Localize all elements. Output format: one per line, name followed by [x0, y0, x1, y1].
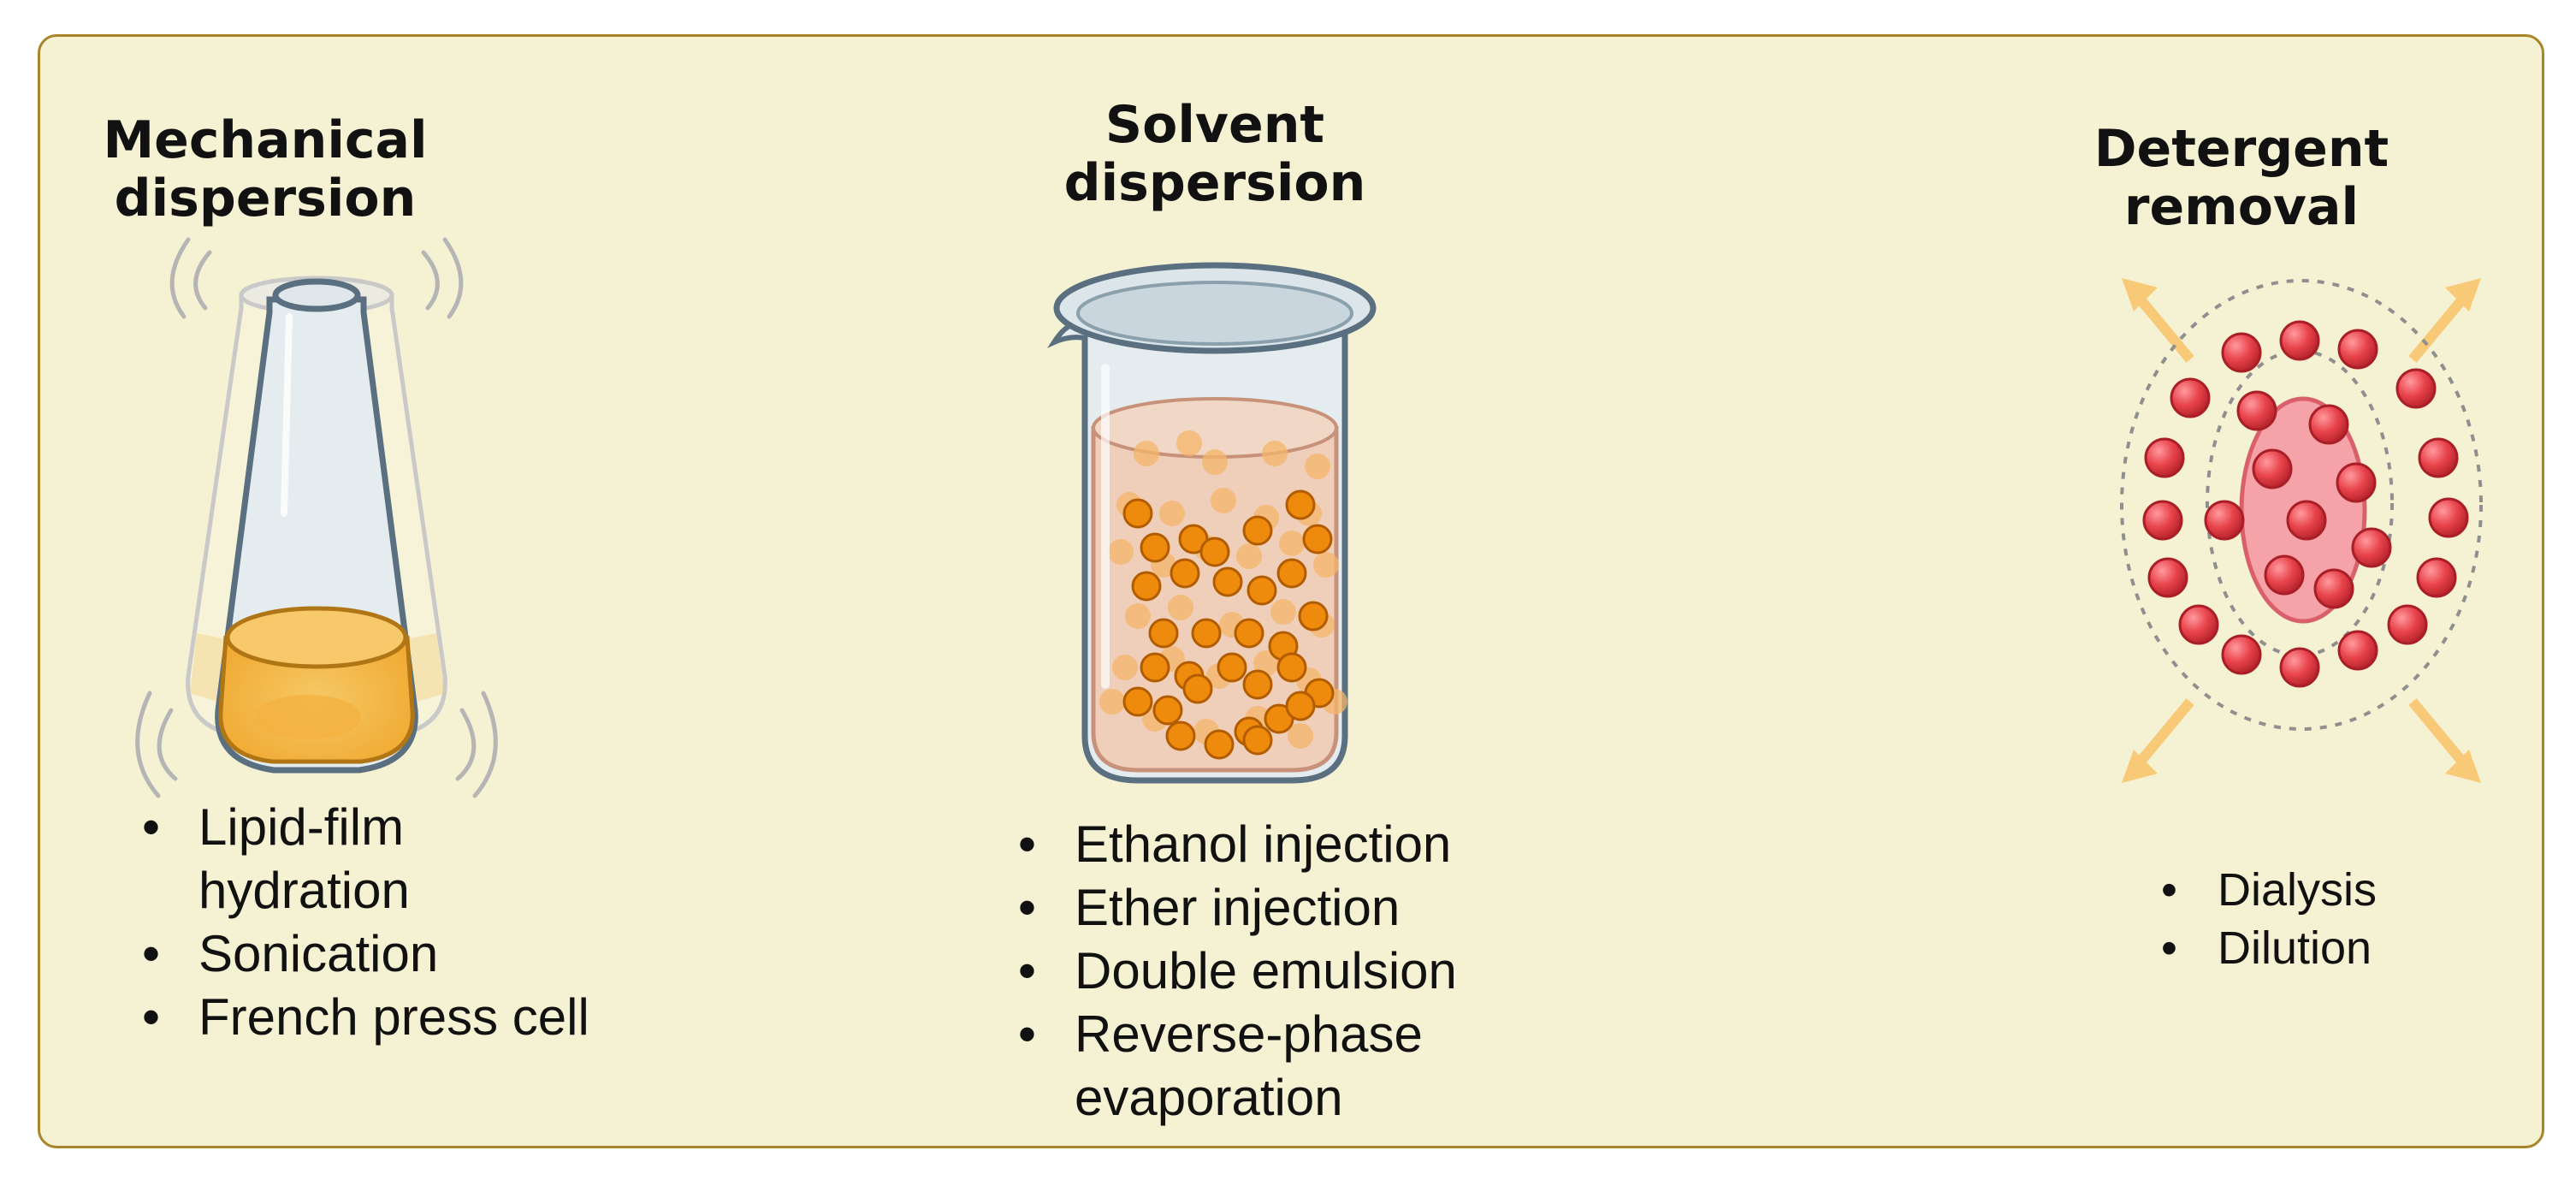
sonicated-flask-icon [135, 237, 498, 798]
mechanical-methods-list: Lipid-film hydration Sonication French p… [142, 796, 655, 1049]
beaker-with-particles-icon [1047, 262, 1377, 784]
mechanical-dispersion-title: Mechanical dispersion [103, 110, 428, 228]
list-item: Lipid-film hydration [142, 796, 655, 922]
list-item: French press cell [142, 986, 655, 1049]
list-item: Ether injection [1018, 876, 1617, 940]
solvent-dispersion-title: Solvent dispersion [1063, 95, 1366, 213]
list-item: Double emulsion [1018, 940, 1617, 1003]
list-item: Reverse-phase evaporation [1018, 1003, 1617, 1130]
lipid-particles [1099, 430, 1347, 760]
list-item: Sonication [142, 922, 655, 986]
solvent-methods-list: Ethanol injection Ether injection Double… [1018, 813, 1617, 1130]
detergent-molecules [2142, 320, 2469, 688]
detergent-methods-list: Dialysis Dilution [2161, 861, 2503, 977]
list-item: Ethanol injection [1018, 813, 1617, 876]
diffusion-arrows [2122, 278, 2481, 783]
list-item: Dilution [2161, 919, 2503, 977]
detergent-micelle-icon [2120, 278, 2483, 783]
list-item: Dialysis [2161, 861, 2503, 919]
detergent-removal-title: Detergent removal [2093, 119, 2389, 237]
